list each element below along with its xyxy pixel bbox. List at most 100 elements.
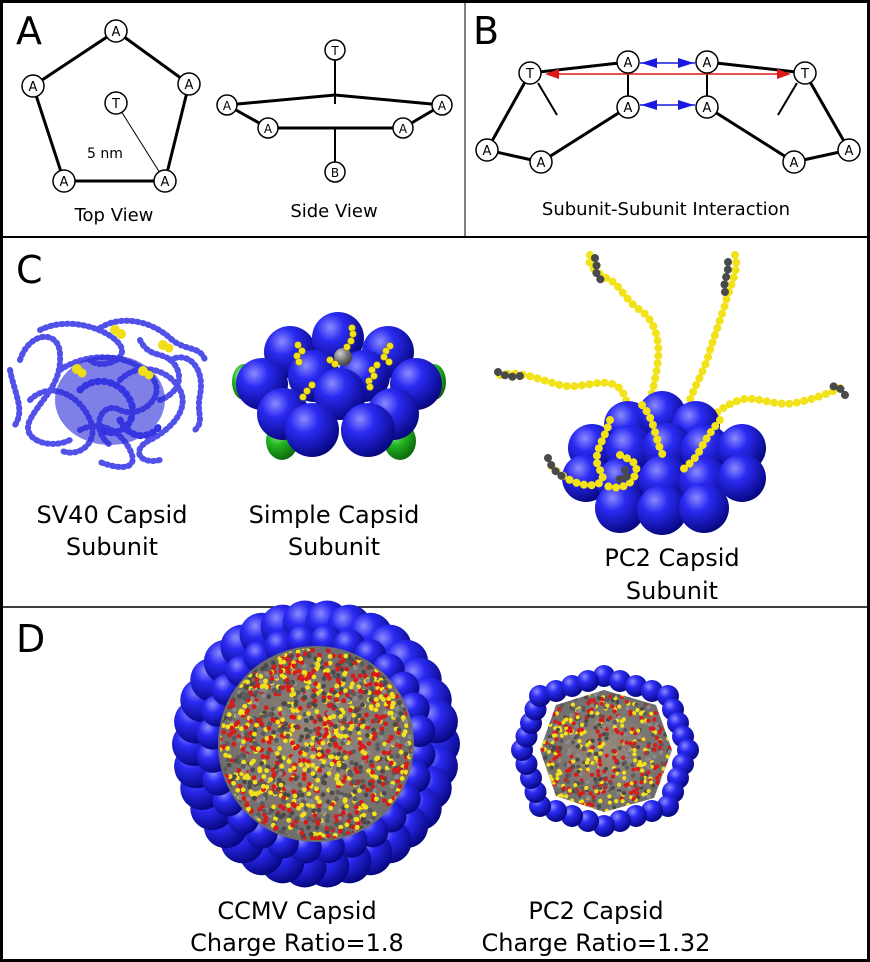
polymer-bead — [263, 678, 268, 684]
polymer-bead — [327, 660, 333, 666]
top-view-caption: Top View — [74, 205, 154, 226]
polymer-bead — [576, 764, 581, 769]
polymer-bead — [641, 737, 646, 742]
polymer-bead — [340, 725, 345, 731]
polymer-bead — [569, 754, 574, 759]
polymer-bead — [556, 768, 562, 773]
polymer-bead — [573, 772, 578, 777]
polymer-bead — [330, 669, 336, 675]
polymer-bead — [571, 764, 576, 770]
polymer-bead — [307, 701, 312, 707]
polymer-bead — [579, 785, 584, 791]
polymer-bead — [554, 791, 559, 796]
polymer-bead — [353, 761, 359, 767]
polymer-bead — [389, 704, 395, 710]
polymer-bead — [258, 674, 264, 679]
polymer-bead — [302, 670, 308, 675]
polymer-bead — [305, 763, 311, 768]
polymer-bead — [345, 746, 351, 752]
polymer-bead — [312, 698, 318, 704]
polymer-bead — [370, 769, 375, 775]
polymer-bead — [302, 787, 307, 792]
polymer-bead — [375, 702, 381, 708]
polymer-bead — [232, 774, 237, 780]
polymer-bead — [302, 695, 308, 700]
polymer-bead — [316, 726, 322, 732]
polymer-bead — [373, 690, 379, 695]
polymer-bead — [598, 762, 603, 767]
polymer-bead — [310, 762, 316, 768]
polymer-bead — [278, 669, 284, 674]
polymer-bead — [303, 819, 309, 825]
polymer-bead — [301, 776, 307, 782]
polymer-bead — [620, 723, 625, 728]
polymer-bead — [357, 673, 363, 679]
polymer-bead — [663, 732, 668, 737]
ccmv-caption-line1: CCMV Capsid — [217, 897, 376, 925]
polymer-bead — [379, 730, 385, 736]
polymer-bead — [358, 764, 363, 770]
polymer-bead — [352, 660, 358, 666]
polymer-bead — [251, 775, 257, 781]
polymer-bead — [324, 731, 329, 736]
polymer-bead — [326, 711, 332, 716]
polymer-bead — [632, 711, 637, 716]
polymer-bead — [266, 739, 272, 745]
polymer-bead — [640, 719, 645, 724]
polymer-bead — [376, 765, 382, 771]
polymer-bead — [297, 782, 303, 788]
polymer-bead — [224, 741, 230, 746]
polymer-bead — [386, 696, 392, 701]
polymer-bead — [634, 702, 639, 707]
polymer-bead — [651, 783, 656, 788]
polymer-bead — [605, 703, 610, 708]
polymer-bead — [612, 709, 617, 714]
polymer-bead — [568, 717, 573, 722]
polymer-bead — [615, 700, 620, 705]
polymer-bead — [638, 711, 644, 716]
polymer-bead — [321, 676, 327, 682]
polymer-bead — [302, 651, 308, 657]
polymer-bead — [557, 707, 562, 712]
polymer-bead — [598, 786, 603, 791]
polymer-bead — [271, 745, 277, 751]
polymer-bead — [610, 785, 615, 790]
svg-text:A: A — [223, 99, 232, 113]
polymer-bead — [341, 677, 347, 683]
polymer-bead — [558, 745, 563, 751]
polymer-bead — [351, 749, 356, 755]
polymer-bead — [369, 676, 375, 682]
polymer-bead — [366, 750, 372, 756]
polymer-bead — [325, 766, 331, 771]
polymer-bead — [589, 710, 594, 715]
polymer-bead — [543, 722, 549, 727]
panel-c-letter: C — [16, 248, 43, 292]
pc2-subunit-caption-line2: Subunit — [626, 577, 718, 605]
polymer-bead — [220, 723, 226, 728]
polymer-bead — [631, 789, 637, 794]
pc2-blue-beads — [562, 391, 766, 535]
polymer-bead — [362, 673, 368, 679]
polymer-bead — [315, 731, 321, 736]
polymer-bead — [585, 742, 590, 748]
polymer-bead — [261, 808, 267, 814]
polymer-bead — [299, 802, 304, 808]
polymer-bead — [351, 713, 357, 718]
polymer-bead — [254, 677, 259, 683]
polymer-bead — [646, 764, 652, 770]
polymer-bead — [631, 767, 636, 772]
polymer-bead — [661, 766, 666, 771]
polymer-bead — [235, 787, 241, 793]
polymer-bead — [273, 825, 279, 831]
polymer-bead — [649, 711, 654, 716]
polymer-bead — [666, 760, 671, 765]
polymer-bead — [310, 771, 316, 776]
simple-subunit-render — [232, 312, 446, 460]
polymer-bead — [548, 743, 553, 748]
polymer-bead — [579, 799, 585, 804]
polymer-bead — [337, 808, 343, 813]
polymer-bead — [386, 742, 391, 748]
polymer-bead — [342, 798, 348, 803]
svg-text:A: A — [60, 175, 69, 190]
pc2-caption-line2: Charge Ratio=1.32 — [482, 929, 711, 957]
